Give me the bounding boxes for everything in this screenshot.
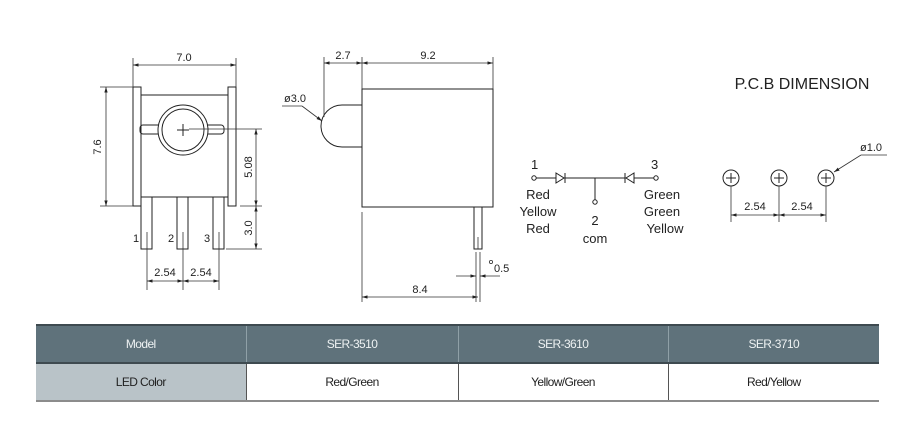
header-ser-3510: SER-3510 (245, 324, 458, 364)
pin-length-dim: 3.0 (243, 220, 255, 235)
cell-ser-3710-color: Red/Yellow (667, 363, 879, 402)
pin-label-1: 1 (133, 233, 139, 245)
pin-1 (140, 196, 153, 250)
pcb-holes (722, 169, 835, 187)
table-header-row: Model SER-3510 SER-3610 SER-3710 (36, 324, 879, 364)
side-view: 2.7 9.2 ø3.0 8.4 0.5 (282, 50, 509, 302)
pin-2 (176, 196, 189, 250)
model-spec-table: Model SER-3510 SER-3610 SER-3710 LED Col… (36, 324, 879, 402)
pin-label-3: 3 (204, 233, 210, 245)
pin-label-2: 2 (168, 233, 174, 245)
pcb-pitch-dim-2: 2.54 (791, 201, 812, 213)
side-lens (320, 104, 362, 148)
node-pin-3 (653, 175, 659, 181)
row-label-led-color: LED Color (36, 363, 246, 402)
right-color-1: Green (644, 187, 680, 202)
left-color-1: Red (526, 187, 550, 202)
width-dim: 7.0 (176, 52, 191, 64)
right-color-2: Green (644, 204, 680, 219)
pin3-label: 3 (651, 157, 658, 172)
technical-drawing: 1 2 3 7.0 7.6 5.08 3.0 2.54 2.54 (92, 50, 887, 302)
height-dim: 7.6 (92, 139, 104, 154)
pcb-dimension: P.C.B DIMENSION 2.54 2.54 ø1.0 (722, 76, 887, 222)
cell-ser-3610-color: Yellow/Green (457, 363, 668, 402)
body-depth-dim: 9.2 (420, 50, 435, 62)
node-pin-2 (592, 199, 598, 205)
header-ser-3710: SER-3710 (667, 324, 879, 364)
lens-protrusion-dim: 2.7 (335, 50, 350, 62)
pin-offset-dim: 8.4 (412, 284, 427, 296)
pcb-title: P.C.B DIMENSION (735, 76, 870, 93)
pitch-dim-1: 2.54 (154, 267, 175, 279)
pitch-dim-2: 2.54 (190, 267, 211, 279)
pin2-label: 2 (591, 213, 598, 228)
front-view: 1 2 3 7.0 7.6 5.08 3.0 2.54 2.54 (92, 52, 262, 290)
diode-left-icon (555, 172, 565, 184)
side-body (361, 88, 494, 208)
cell-ser-3510-color: Red/Green (245, 363, 458, 402)
pcb-hole-diameter-dim: ø1.0 (860, 142, 882, 154)
pin-3 (212, 196, 225, 250)
center-to-base-dim: 5.08 (243, 156, 255, 177)
header-ser-3610: SER-3610 (457, 324, 668, 364)
schematic: 1 3 2 com Red Yellow Red Green Green Yel… (519, 157, 684, 246)
header-model: Model (36, 324, 246, 364)
lens-diameter-dim: ø3.0 (284, 93, 306, 105)
table-row: LED Color Red/Green Yellow/Green Red/Yel… (36, 363, 879, 402)
pin1-label: 1 (531, 157, 538, 172)
left-color-3: Red (526, 221, 550, 236)
pcb-pitch-dim-1: 2.54 (744, 201, 765, 213)
left-color-2: Yellow (519, 204, 557, 219)
pin-width-dim: 0.5 (494, 263, 509, 275)
diode-right-icon (625, 172, 635, 184)
pin2-name: com (583, 231, 608, 246)
node-pin-1 (531, 175, 537, 181)
front-pins (140, 196, 225, 250)
right-color-3: Yellow (646, 221, 684, 236)
